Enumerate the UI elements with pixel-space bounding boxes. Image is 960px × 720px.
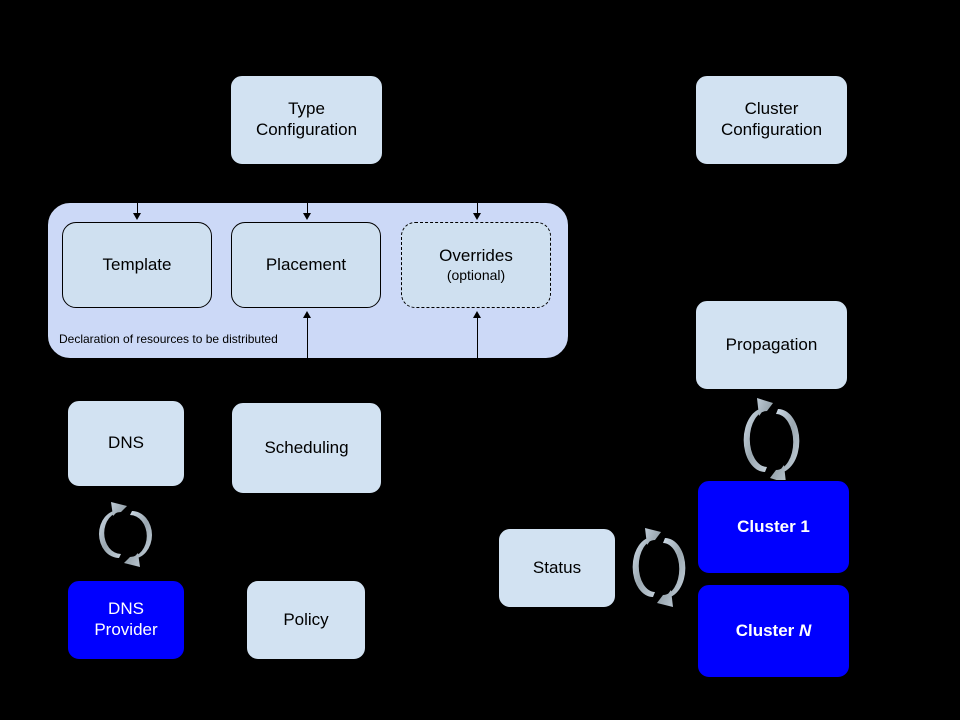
node-cluster-configuration[interactable]: Cluster Configuration — [695, 75, 848, 165]
node-overrides[interactable]: Overrides (optional) — [401, 222, 551, 308]
type-configuration-line1: Type — [288, 99, 325, 119]
cluster-configuration-line1: Cluster — [744, 99, 799, 119]
dns-provider-line2: Provider — [94, 620, 158, 639]
node-status[interactable]: Status — [498, 528, 616, 608]
connector-type-to-template — [137, 203, 138, 215]
arrow-into-template — [133, 213, 141, 220]
node-placement[interactable]: Placement — [231, 222, 381, 308]
node-dns-provider[interactable]: DNS Provider — [67, 580, 185, 660]
node-policy[interactable]: Policy — [246, 580, 366, 660]
cluster-n-suffix: N — [799, 620, 812, 640]
connector-type-to-placement — [307, 203, 308, 215]
connector-type-to-overrides — [477, 203, 478, 215]
node-dns-label: DNS — [108, 433, 144, 453]
node-type-configuration[interactable]: Type Configuration — [230, 75, 383, 165]
node-template-label: Template — [102, 254, 172, 274]
node-scheduling[interactable]: Scheduling — [231, 402, 382, 494]
node-type-configuration-label: Type Configuration — [256, 99, 357, 140]
node-dns[interactable]: DNS — [67, 400, 185, 487]
node-cluster-n-label: Cluster N — [736, 621, 812, 642]
cluster-n-prefix: Cluster — [735, 620, 799, 640]
node-cluster-configuration-label: Cluster Configuration — [721, 99, 822, 140]
sync-cycle-icon-propagation — [743, 398, 800, 483]
cluster-configuration-line2: Configuration — [720, 120, 823, 139]
dns-provider-line1: DNS — [108, 599, 144, 619]
node-cluster-1[interactable]: Cluster 1 — [697, 480, 850, 574]
node-template[interactable]: Template — [62, 222, 212, 308]
band-caption: Declaration of resources to be distribut… — [59, 332, 278, 346]
connector-policy-to-overrides — [477, 316, 478, 358]
node-overrides-label: Overrides (optional) — [439, 246, 513, 284]
arrow-into-overrides-bottom — [473, 311, 481, 318]
arrow-into-placement — [303, 213, 311, 220]
node-cluster-1-label: Cluster 1 — [737, 516, 810, 536]
node-policy-label: Policy — [283, 609, 329, 629]
node-overrides-sublabel: (optional) — [446, 266, 506, 283]
node-propagation[interactable]: Propagation — [695, 300, 848, 390]
node-cluster-n[interactable]: Cluster N — [697, 584, 850, 678]
type-configuration-line2: Configuration — [255, 120, 358, 139]
sync-cycle-icon-dns — [99, 502, 152, 567]
connector-scheduling-to-placement — [307, 316, 308, 358]
node-scheduling-label: Scheduling — [264, 437, 349, 457]
node-placement-label: Placement — [265, 254, 347, 274]
node-overrides-title: Overrides — [439, 246, 513, 266]
sync-cycle-icon-status — [632, 528, 686, 607]
node-propagation-label: Propagation — [725, 334, 818, 354]
arrow-into-overrides — [473, 213, 481, 220]
node-status-label: Status — [532, 557, 582, 577]
arrow-into-placement-bottom — [303, 311, 311, 318]
node-dns-provider-label: DNS Provider — [94, 599, 157, 640]
